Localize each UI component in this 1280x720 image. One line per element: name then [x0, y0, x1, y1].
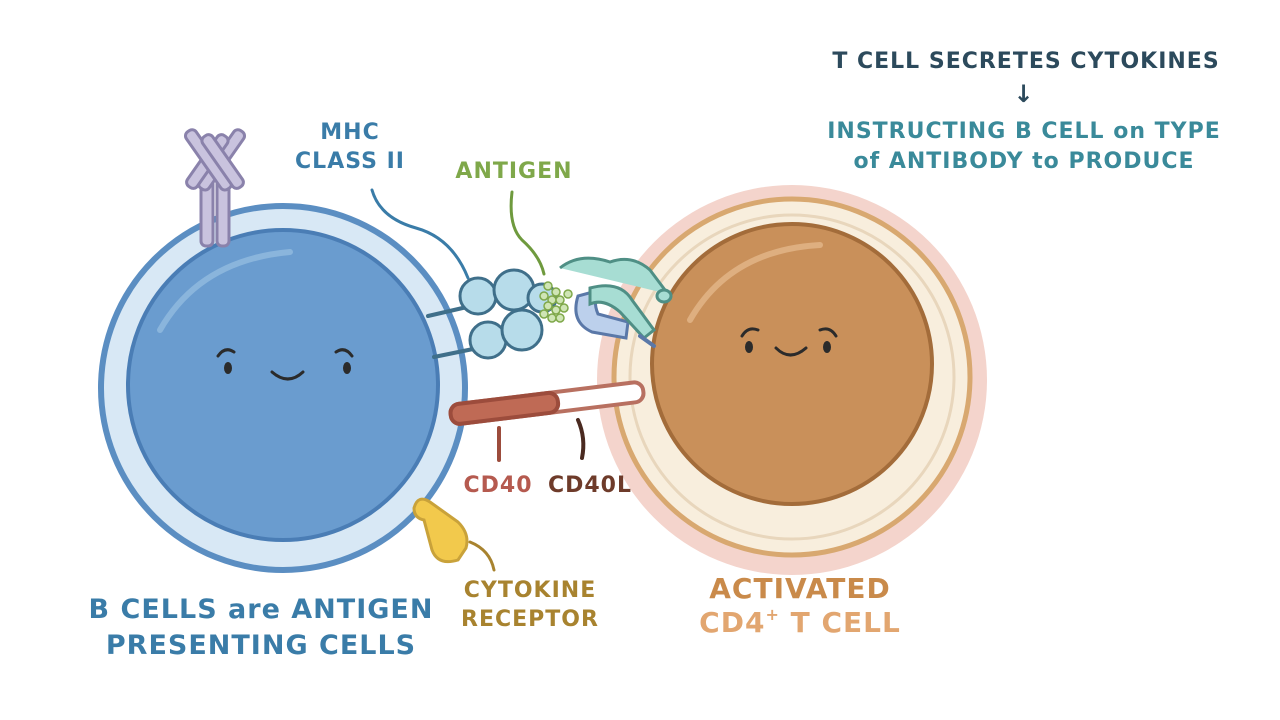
b-cell-face	[216, 348, 354, 381]
b-cell-caption-line2: PRESENTING CELLS	[106, 630, 416, 661]
t-cell-receptor	[559, 256, 673, 348]
antigen-leader-line	[509, 190, 546, 276]
cd40-cd40l-complex	[448, 380, 646, 462]
top-note-arrow: ↓	[1013, 80, 1034, 108]
cytokine-receptor	[412, 497, 469, 564]
mhc-leader-line	[370, 188, 470, 280]
b-cell-caption-line1: B CELLS are ANTIGEN	[89, 594, 434, 625]
cd40l-label: CD40L	[548, 473, 632, 498]
t-cell-nucleus-highlight	[687, 242, 823, 323]
t-cell-caption-cd4: CD4	[699, 606, 765, 639]
cytokine-leader-line	[468, 540, 496, 572]
t-cell-caption-superscript: +	[765, 605, 779, 624]
t-cell-caption-rest: T CELL	[780, 606, 901, 639]
t-cell-face	[740, 327, 838, 357]
t-cell-caption-line2: CD4+ T CELL	[699, 605, 901, 639]
b-cell-nucleus-highlight	[157, 249, 293, 333]
antibody	[183, 128, 247, 248]
cytokine-receptor-label-line2: RECEPTOR	[461, 607, 599, 632]
top-note-line3: of ANTIBODY to PRODUCE	[853, 149, 1194, 174]
t-cell-nucleus	[650, 222, 934, 506]
t-cell-caption-line1: ACTIVATED	[709, 572, 890, 605]
top-note-line2: INSTRUCTING B CELL on TYPE	[827, 119, 1221, 144]
b-cell	[98, 203, 468, 573]
cd40l-pointer	[576, 418, 586, 460]
cd40-label: CD40	[463, 473, 532, 498]
antigen-label: ANTIGEN	[455, 159, 572, 184]
t-cell-inner-ring	[628, 213, 956, 541]
antigen-peptide	[539, 281, 573, 323]
t-cell	[597, 185, 987, 575]
cytokine-receptor-label-line1: CYTOKINE	[464, 578, 596, 603]
mhc-label-line2: CLASS II	[295, 149, 405, 174]
mhc-label-line1: MHC	[320, 120, 379, 145]
top-note-line1: T CELL SECRETES CYTOKINES	[832, 49, 1219, 74]
cd40-bar	[448, 390, 561, 426]
b-cell-nucleus	[126, 228, 440, 542]
